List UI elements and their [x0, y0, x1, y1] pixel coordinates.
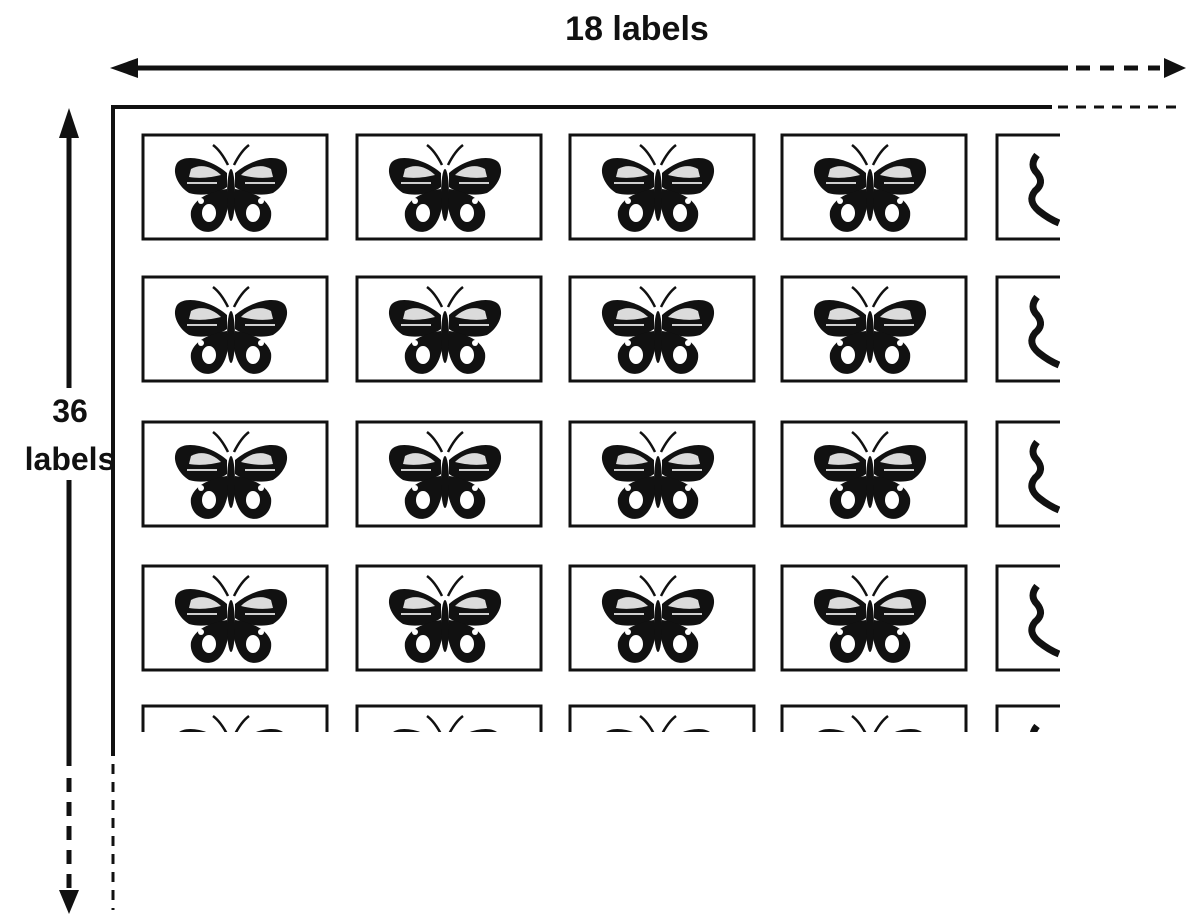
vertical-dimension-arrow	[59, 108, 79, 914]
fade-overlay-right	[1060, 112, 1187, 742]
label-cell	[143, 566, 327, 670]
label-cell	[782, 566, 966, 670]
horizontal-dimension-arrow	[110, 58, 1186, 78]
side-dimension-label-line1: 36	[52, 393, 88, 429]
label-cell	[357, 135, 541, 239]
label-grid	[143, 135, 1181, 810]
label-cell	[570, 566, 754, 670]
label-cell	[782, 422, 966, 526]
label-cell	[570, 277, 754, 381]
label-cell	[570, 422, 754, 526]
label-cell	[357, 566, 541, 670]
label-cell	[143, 135, 327, 239]
top-dimension-label: 18 labels	[565, 10, 709, 48]
side-dimension-label-line2: labels	[25, 441, 116, 477]
label-cell	[357, 277, 541, 381]
label-cell	[357, 422, 541, 526]
label-cell	[782, 135, 966, 239]
label-cell	[143, 422, 327, 526]
fade-overlay	[116, 732, 1187, 916]
label-cell	[782, 277, 966, 381]
label-cell	[570, 135, 754, 239]
label-cell	[143, 277, 327, 381]
